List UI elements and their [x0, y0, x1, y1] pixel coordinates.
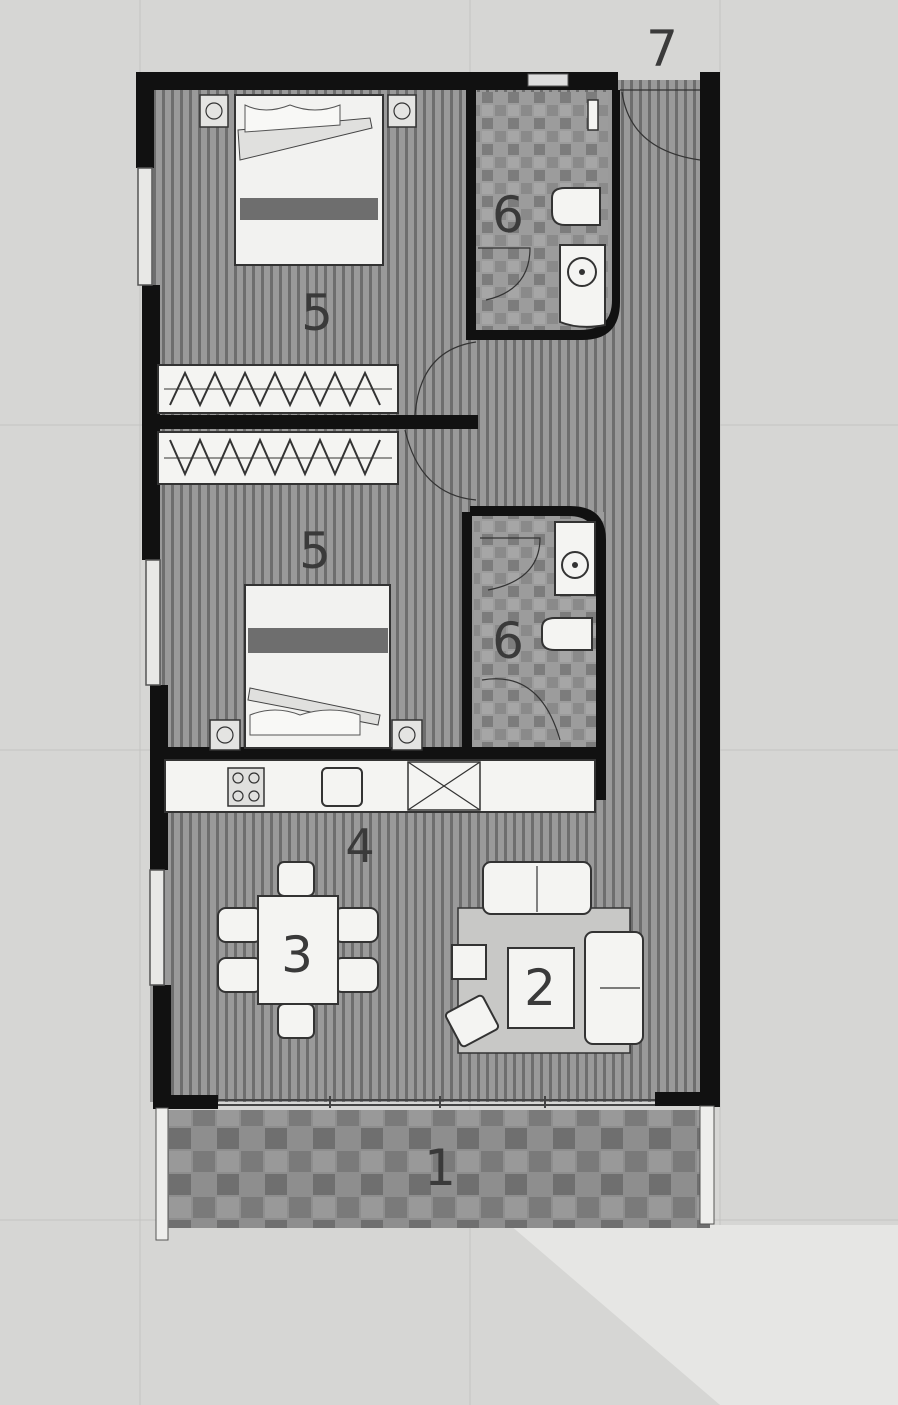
wall-left-2 [142, 285, 160, 560]
wall-bath-top-left [466, 88, 476, 340]
label-bath-top: 6 [492, 186, 524, 244]
bedroom-top-door-arc [414, 341, 477, 416]
wall-bottom-right [655, 1092, 715, 1106]
bath-top-window [527, 73, 569, 87]
entry-door-arc [620, 89, 701, 161]
label-kitchen: 4 [345, 819, 374, 873]
bed-top [199, 94, 417, 266]
bath-bottom-door [480, 537, 541, 591]
label-dining: 3 [281, 926, 313, 984]
wall-left-1 [136, 72, 154, 168]
dining-set [217, 861, 379, 1039]
label-bedroom-bottom: 5 [299, 522, 331, 580]
glare-wedge [510, 1225, 898, 1405]
wall-right [700, 72, 720, 1107]
wall-bedroom-divider [158, 415, 478, 429]
living-set [444, 861, 644, 1054]
wall-left-4 [153, 985, 171, 1107]
terrace-floor [160, 1110, 710, 1228]
wardrobe-bottom [157, 431, 399, 485]
label-entry: 7 [646, 20, 678, 78]
bed-bottom [209, 584, 423, 751]
left-windows [137, 167, 165, 986]
label-bath-bottom: 6 [492, 612, 524, 670]
sliding-doors [218, 1096, 655, 1108]
label-living: 2 [524, 959, 556, 1017]
wardrobe-top [157, 364, 399, 414]
wall-bath-bottom-left [462, 512, 472, 752]
bath-bottom-fixtures [481, 521, 596, 741]
wall-top [136, 72, 618, 90]
wall-kitchen-back [160, 747, 600, 759]
terrace-rails [155, 1105, 715, 1241]
bath-top-door [478, 247, 531, 301]
bedroom-bottom-door-arc [404, 429, 477, 501]
wall-left-3 [150, 685, 168, 870]
label-bedroom-top: 5 [301, 284, 333, 342]
bath-top-fixtures [551, 99, 606, 328]
kitchen-counter [164, 759, 596, 813]
label-terrace: 1 [424, 1139, 456, 1197]
wall-bottom-left [153, 1095, 218, 1109]
walls [136, 72, 720, 1109]
